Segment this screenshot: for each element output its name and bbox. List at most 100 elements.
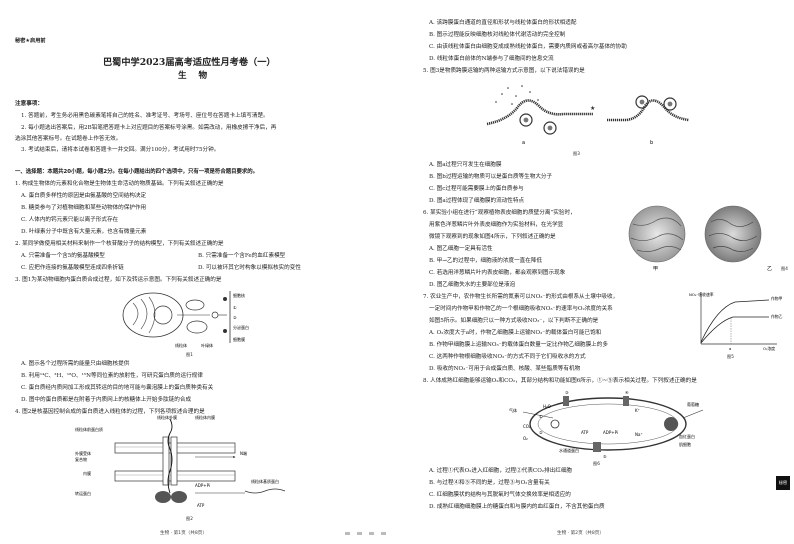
figure-2: 线粒体外膜 线粒体内膜 线粒体前蛋白质 外膜受体 复合物 内膜 转运蛋白 N端 … [75, 414, 286, 508]
q2-option-b: B. 只需准备一个含Fe的血红素模型 [198, 253, 286, 259]
notice-2: 2. 每小题选出答案后，用2B铅笔把答题卡上对应题目的答案标号涂黑。如需改动，用… [21, 125, 277, 131]
fig4-label-jia: 甲 [653, 266, 658, 272]
notice-1: 1. 答题前，考生务必用黑色碳素笔将自己的姓名、准考证号、考场号、座位号在答题卡… [21, 113, 269, 119]
secret-tag: 秘密★启用前 [15, 38, 46, 44]
fig6-label-glucose: 葡萄糖 [687, 401, 699, 407]
notice-heading: 注意事项： [15, 101, 43, 107]
q7-option-b: B. 作物甲细胞膜上运输NO₃⁻的载体蛋白数量一定比作物乙细胞膜上的多 [429, 342, 608, 348]
fig1-label-mito: 线粒体 [175, 342, 187, 348]
figure-5: NO₃⁻吸收速率 O₂浓度 a 作物甲 作物乙 [689, 292, 783, 351]
fig6-label-aquaporin: 水通道蛋白 [559, 447, 579, 453]
q3-option-b: B. 利用¹⁴C、³H、¹⁸O、¹⁵N等同位素的放射性，可研究蛋白质的运行规律 [21, 373, 203, 379]
q4-option-c: C. 由该线粒体蛋白由细胞变成成熟线粒体蛋白，需要内质网或者高尔基体的协助 [429, 44, 627, 50]
footer-mark [357, 532, 362, 535]
q7-option-d: D. 吸收的NO₃⁻可用于合成蛋白质、核酸、某些脂质等有机物 [429, 366, 581, 372]
q2-stem: 2. 某同学做使用相关材料来制作一个核苷酸分子的结构模型，下列有关叙述正确的是 [15, 241, 224, 247]
fig6-label-k: K⁺ [635, 408, 640, 413]
fig6-label-hemoglobin: 血红蛋白 [679, 433, 695, 439]
fig2-label-outer: 线粒体外膜 [157, 414, 177, 420]
figure-3: ★ a b [486, 85, 690, 146]
fig6-label-na: Na⁺ [635, 432, 643, 437]
fig3-label-a: a [522, 140, 525, 146]
fig6-label-co2: CO₂ [523, 424, 531, 429]
q3-option-d: D. 图中的蛋白质都是在附着于内质网上的核糖体上开始多肽链的合成 [21, 397, 192, 403]
figure-4: 甲 乙 [628, 205, 772, 272]
fig2-label-transporter: 转运蛋白 [75, 490, 91, 496]
q2-option-c: C. 应把作连接的氨基酸模型连成四条折链 [21, 265, 124, 271]
q5-option-a: A. 图a过程只可发生在细胞膜 [429, 162, 502, 168]
page-right: A. 该跨膜蛋白通道的直径和形状与线粒体蛋白的形状相适配 B. 图示过程能反映细… [397, 0, 794, 544]
fig1-caption: 图1 [186, 352, 193, 357]
fig6-label-water: H₂O [543, 404, 551, 409]
q4-option-a: A. 该跨膜蛋白通道的直径和形状与线粒体蛋白的形状相适配 [429, 20, 577, 26]
fig1-label-2: ② [233, 315, 237, 320]
fig4-label-yi: 乙 [767, 265, 772, 272]
q1-option-c: C. 人体内的钙元素只能以离子形式存在 [21, 217, 119, 223]
q6-stem-3: 微镜下观察到的现象如图4所示，下列叙述正确的是 [429, 234, 556, 240]
q3-option-a: A. 图示各个过程所需的能量只由细胞核提供 [21, 361, 130, 367]
q3-stem: 3. 图1为某动物细胞内蛋白质合成过程，如下及转运示意图。下列有关叙述正确的是 [15, 277, 222, 283]
q6-option-b: B. 甲→乙的过程中，细胞液的浓度一直在降低 [429, 258, 543, 264]
q6-stem-2: 用紫色洋葱鳞片叶外表皮细胞作为实验材料，在光学显 [429, 222, 564, 228]
fig2-label-matrix-protein: 线粒体基质蛋白 [251, 478, 279, 484]
fig6-label-3: ③ [565, 390, 569, 395]
fig2-label-inner: 线粒体内膜 [195, 414, 215, 420]
q8-option-c: C. 红细胞膜状的结构与其脱氧时气体交换效率是相适应的 [429, 492, 571, 498]
q1-option-a: A. 蛋白质多样性的原因是由氨基酸的空间结构决定 [21, 193, 147, 199]
q7-option-a: A. O₂浓度大于a时，作物乙细胞膜上运输NO₃⁻的载体蛋白可能已饱和 [429, 330, 602, 336]
q1-stem: 1. 构成生物体的元素和化合物是生物体生命活动的物质基础。下列有关叙述正确的是 [15, 181, 224, 187]
q1-option-d: D. 叶绿素分子中既含有大量元素，也含有微量元素 [21, 229, 147, 235]
fig6-label-muscle: 肌细胞 [679, 441, 691, 447]
fig6-label-adp: ADP+Pi [603, 430, 618, 435]
fig6-label-5: ⑤ [603, 454, 607, 459]
fig2-label-precursor: 线粒体前蛋白质 [75, 426, 103, 432]
q2-option-d: D. 可以被环其它时构象以模拟核实的变性 [198, 265, 301, 271]
fig6-label-gas: 气体 [509, 407, 517, 413]
page-left: 秘密★启用前 巴蜀中学2023届高考适应性月考卷（一） 生 物 注意事项： 1.… [15, 38, 386, 536]
subject-title: 生 物 [178, 71, 208, 81]
fig6-label-4: ④ [625, 390, 629, 395]
fig3-label-b: b [650, 140, 653, 146]
q4-stem: 4. 图2是核基因控制合成的蛋白质进入线粒体的过程，下列各项叙述合理的是 [15, 409, 205, 415]
fig2-label-adp: ADP+Pi [195, 483, 210, 488]
fig1-label-chloro: 叶绿体 [201, 342, 213, 348]
q3-option-c: C. 蛋白质经内质网加工形成其转运的目的地可能与囊泡膜上的蛋白质种类有关 [21, 385, 214, 391]
footer-mark [381, 532, 386, 535]
q6-stem-1: 6. 某实验小组在进行“观察植物表皮细胞的质壁分离”实验时， [423, 210, 576, 216]
q6-option-d: D. 图乙细胞失水的主要部位是液泡 [429, 282, 516, 288]
q5-stem: 5. 图3是物质跨膜运输的两种运输方式示意图，以下说法错误的是 [423, 68, 585, 74]
figure-1: 细胞核 ① ② 分泌蛋白 线粒体 叶绿体 细胞膜 [122, 291, 249, 348]
fig1-label-1: ① [233, 305, 237, 310]
fig6-caption: 图6 [593, 461, 600, 466]
fig2-label-nterm: N端 [240, 450, 247, 456]
q5-option-c: C. 图c过程可能需要膜上的蛋白质参与 [429, 186, 524, 192]
fig5-ylabel: NO₃⁻吸收速率 [689, 292, 714, 297]
fig5-label-a: a [729, 346, 731, 351]
q7-option-c: C. 这两种作物根细胞吸收NO₃⁻的方式不同于它们吸收水的方式 [429, 354, 586, 360]
fig1-label-nucleus: 细胞核 [233, 292, 245, 298]
q6-option-a: A. 图乙细胞一定具有活性 [429, 246, 493, 252]
q4-option-d: D. 线粒体蛋白前体的N端参与了细胞间的信息交流 [429, 56, 554, 62]
exam-title: 巴蜀中学2023届高考适应性月考卷（一） [103, 57, 276, 68]
footer-left: 生物 · 第1页（共8页） [160, 531, 207, 536]
svg-text:★: ★ [590, 105, 595, 112]
footer-mark [345, 532, 350, 535]
fig1-label-secreted: 分泌蛋白 [233, 324, 249, 330]
q1-option-b: B. 糖类参与了对植物细胞和某些动物体的保护作用 [21, 205, 147, 211]
fig4-caption: 图4 [781, 266, 788, 271]
fig6-label-o2: O₂ [523, 436, 528, 441]
fig6-label-atp: ATP [581, 430, 589, 435]
q8-stem: 8. 人体成熟红细胞能够运输O₂和CO₂，其部分结构和功能如图6所示，①~⑤表示… [423, 378, 697, 384]
q8-option-a: A. 过程①代表O₂进入红细胞，过程②代表CO₂排出红细胞 [429, 468, 573, 474]
fig2-label-receptor: 外膜受体 [75, 450, 91, 456]
footer-mark [369, 532, 374, 535]
section-heading: 一、选择题：本题共20小题，每小题2分。在每小题给出的四个选项中，只有一项是符合… [15, 169, 259, 175]
q5-option-d: D. 图a过程体现了细胞膜的流动性特点 [429, 198, 525, 204]
notice-3: 3. 考试结束后，请将本试卷和答题卡一并交回。满分100分，考试用时75分钟。 [21, 147, 220, 153]
fig5-series-yi: 作物乙 [771, 314, 783, 319]
q6-option-c: C. 若选用洋葱鳞片叶内表皮细胞，都会观察到图示现象 [429, 270, 566, 276]
fig3-caption: 图3 [573, 151, 580, 156]
fig2-label-inner-membrane: 内膜 [83, 470, 91, 476]
fig2-label-complex: 复合物 [75, 456, 87, 462]
q2-option-a: A. 只需准备一个含5的氨基酸模型 [21, 253, 105, 259]
